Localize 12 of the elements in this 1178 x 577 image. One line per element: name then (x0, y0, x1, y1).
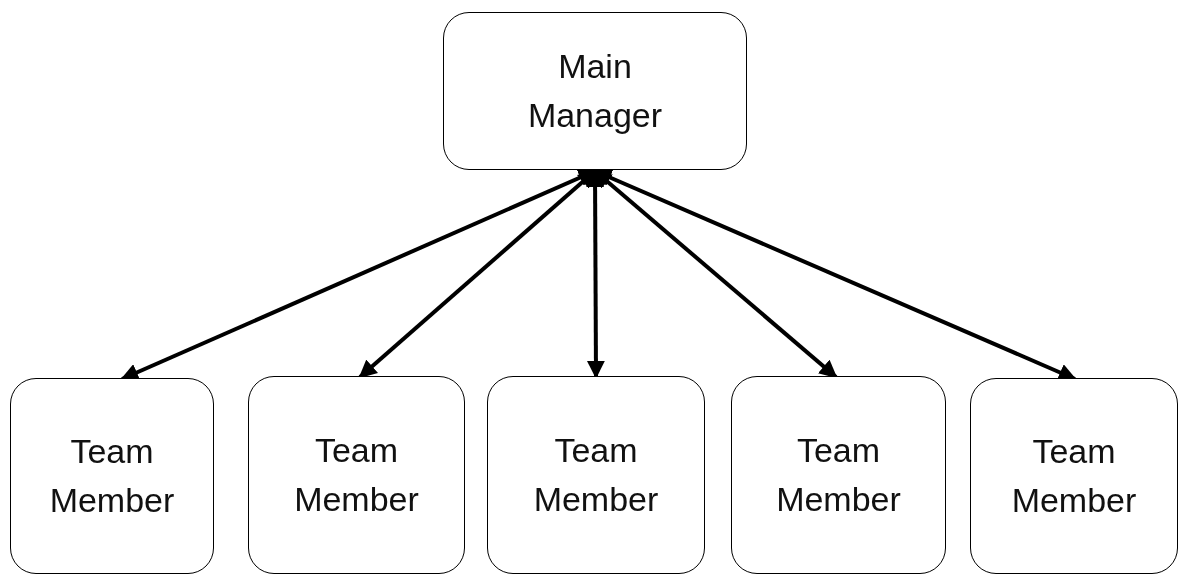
member-box (487, 376, 705, 574)
member-box (248, 376, 465, 574)
manager-box (443, 12, 747, 170)
node-label: Team Member (1010, 430, 1138, 521)
node-label: Team Member (775, 429, 902, 520)
node-label: Team Member (293, 429, 420, 520)
member-box (10, 378, 214, 574)
node-label: Team Member (48, 430, 176, 521)
member-box (731, 376, 946, 574)
node-label: Team Member (532, 429, 660, 520)
member-box (970, 378, 1178, 574)
node-label: Main Manager (526, 45, 664, 136)
